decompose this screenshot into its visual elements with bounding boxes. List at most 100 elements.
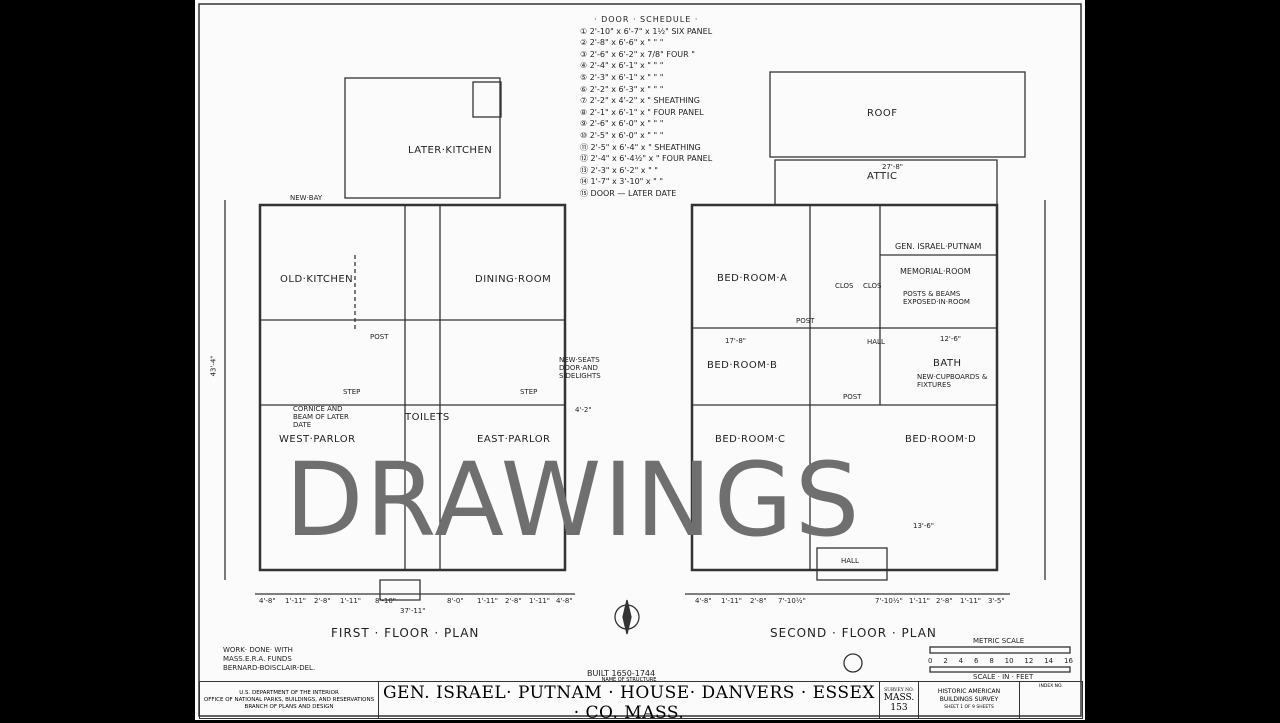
agency-line: OFFICE OF NATIONAL PARKS, BUILDINGS, AND… <box>203 696 375 703</box>
scale-caption: SCALE · IN · FEET <box>973 673 1034 681</box>
room-label: BED·ROOM·D <box>905 434 977 445</box>
credit-line: MASS.E.R.A. FUNDS <box>223 655 292 663</box>
door-schedule-item: ⑥ 2'-2" x 6'-3" x " " " <box>580 84 664 94</box>
dimension: 1'-11" <box>477 597 499 605</box>
room-label: NEW·SEATS DOOR·AND SIDELIGHTS <box>559 356 601 380</box>
built-dates: BUILT 1650-1744 <box>587 669 656 678</box>
second-floor-title: SECOND · FLOOR · PLAN <box>770 626 937 640</box>
room-label: BED·ROOM·A <box>717 273 788 284</box>
dimension: 4'-8" <box>259 597 276 605</box>
dimension: 17'-8" <box>725 337 747 345</box>
first-floor-title: FIRST · FLOOR · PLAN <box>331 626 480 640</box>
survey-label: SURVEY NO. <box>884 687 914 693</box>
scale-tick: 4 <box>958 657 964 665</box>
scale-ticks: 0 2 4 6 8 10 12 14 16 <box>928 657 1073 665</box>
room-label: CLOS <box>863 282 882 290</box>
door-schedule-item: ⑩ 2'-5" x 6'-0" x " " " <box>580 130 664 140</box>
dimension: 4'-8" <box>556 597 573 605</box>
door-schedule-item: ① 2'-10" x 6'-7" x 1½" SIX PANEL <box>580 26 713 36</box>
floor-plans-linework <box>198 3 1082 717</box>
habs-block: HISTORIC AMERICAN BUILDINGS SURVEY SHEET… <box>919 682 1020 718</box>
index-label: INDEX NO. <box>1039 684 1063 689</box>
room-label: NEW·CUPBOARDS & FIXTURES <box>917 373 988 389</box>
dimension: 1'-11" <box>285 597 307 605</box>
room-label: BED·ROOM·C <box>715 434 786 445</box>
door-schedule-item: ⑦ 2'-2" x 4'-2" x " SHEATHING <box>580 96 700 106</box>
structure-name-label: NAME OF STRUCTURE <box>601 677 657 683</box>
habs-line: BUILDINGS SURVEY <box>939 696 999 703</box>
room-label: POST <box>843 393 862 401</box>
door-schedule: · DOOR · SCHEDULE · ① 2'-10" x 6'-7" x 1… <box>580 14 712 200</box>
dimension: 2'-8" <box>505 597 522 605</box>
room-label: CLOS <box>835 282 854 290</box>
room-label: STEP <box>520 388 538 396</box>
room-label: ATTIC <box>867 171 898 182</box>
room-label: HALL <box>841 557 859 565</box>
dimension: 4'-2" <box>575 406 592 414</box>
room-label: TOILETS <box>405 412 450 423</box>
survey-number: MASS. <box>883 692 915 703</box>
dimension: 2'-8" <box>314 597 331 605</box>
door-schedule-item: ⑬ 2'-3" x 6'-2" x " " <box>580 165 658 175</box>
sheet-number: SHEET 1 OF 9 SHEETS <box>944 705 994 710</box>
dimension: 43'-4" <box>209 355 218 377</box>
room-label: LATER·KITCHEN <box>408 145 493 156</box>
room-label: HALL <box>867 338 885 346</box>
room-label: POST <box>796 317 815 325</box>
scale-tick: 8 <box>989 657 994 665</box>
drawing-sheet: · DOOR · SCHEDULE · ① 2'-10" x 6'-7" x 1… <box>195 0 1085 723</box>
room-label: BATH <box>933 358 962 369</box>
room-label: GEN. ISRAEL·PUTNAM <box>895 242 982 251</box>
habs-line: HISTORIC AMERICAN <box>937 688 1001 695</box>
dimension: 2'-8" <box>750 597 767 605</box>
index-block: INDEX NO. <box>1020 682 1082 718</box>
room-label: ROOF <box>867 108 898 119</box>
room-label: OLD·KITCHEN <box>280 274 354 285</box>
dimension: 8'-0" <box>447 597 464 605</box>
dimension: 4'-8" <box>695 597 712 605</box>
agency-line: U.S. DEPARTMENT OF THE INTERIOR <box>239 689 339 696</box>
door-schedule-item: ⑭ 1'-7" x 3'-10" x " " <box>580 177 664 187</box>
structure-name: GEN. ISRAEL· PUTNAM · HOUSE· DANVERS · E… <box>382 683 876 723</box>
room-label: MEMORIAL·ROOM <box>900 267 971 276</box>
door-schedule-title: · DOOR · SCHEDULE · <box>594 15 699 24</box>
room-label: DINING·ROOM <box>475 274 552 285</box>
dimension: 8'-10" <box>375 597 397 605</box>
scale-tick: 2 <box>943 657 948 665</box>
room-label: BED·ROOM·B <box>707 360 778 371</box>
dimension: 27'-8" <box>882 163 904 171</box>
door-schedule-item: ⑪ 2'-5" x 6'-4" x " SHEATHING <box>580 142 701 152</box>
dimension: 12'-6" <box>940 335 962 343</box>
survey-block: SURVEY NO. MASS. 153 <box>880 682 919 718</box>
credit-line: BERNARD-BOISCLAIR-DEL. <box>223 664 316 672</box>
door-schedule-item: ⑮ DOOR — LATER DATE <box>580 188 677 198</box>
door-schedule-item: ⑧ 2'-1" x 6'-1" x " FOUR PANEL <box>580 107 704 117</box>
door-schedule-item: ⑤ 2'-3" x 6'-1" x " " " <box>580 72 664 82</box>
title-block: U.S. DEPARTMENT OF THE INTERIOR OFFICE O… <box>199 677 1083 723</box>
dimension: 1'-11" <box>909 597 931 605</box>
dimension: 3'-5" <box>988 597 1005 605</box>
door-schedule-item: ⑫ 2'-4" x 6'-4½" x " FOUR PANEL <box>580 154 713 164</box>
room-label: POST <box>370 333 389 341</box>
survey-number: 153 <box>890 702 908 713</box>
dimension: 37'-11" <box>400 607 426 615</box>
room-label: WEST·PARLOR <box>279 434 356 445</box>
room-label: NEW·BAY <box>290 194 323 202</box>
agency-line: BRANCH OF PLANS AND DESIGN <box>244 703 334 710</box>
dimension: 13'-6" <box>913 522 935 530</box>
scale-tick: 6 <box>973 657 979 665</box>
dimension: 1'-11" <box>960 597 982 605</box>
room-label: POSTS & BEAMS EXPOSED·IN·ROOM <box>903 290 970 306</box>
overlay-title: DRAWINGS <box>285 441 862 560</box>
scale-title: METRIC SCALE <box>973 637 1025 645</box>
dimension: 7'-10½" <box>778 597 806 605</box>
scale-tick: 10 <box>1004 657 1014 665</box>
structure-name-block: NAME OF STRUCTURE GEN. ISRAEL· PUTNAM · … <box>379 677 880 723</box>
room-label: STEP <box>343 388 361 396</box>
room-label: CORNICE AND BEAM OF LATER DATE <box>293 405 349 429</box>
scale-tick: 14 <box>1044 657 1054 665</box>
scale-tick: 12 <box>1024 657 1034 665</box>
credit-line: WORK· DONE· WITH <box>223 646 293 654</box>
dimension: 1'-11" <box>529 597 551 605</box>
dimension: 1'-11" <box>340 597 362 605</box>
